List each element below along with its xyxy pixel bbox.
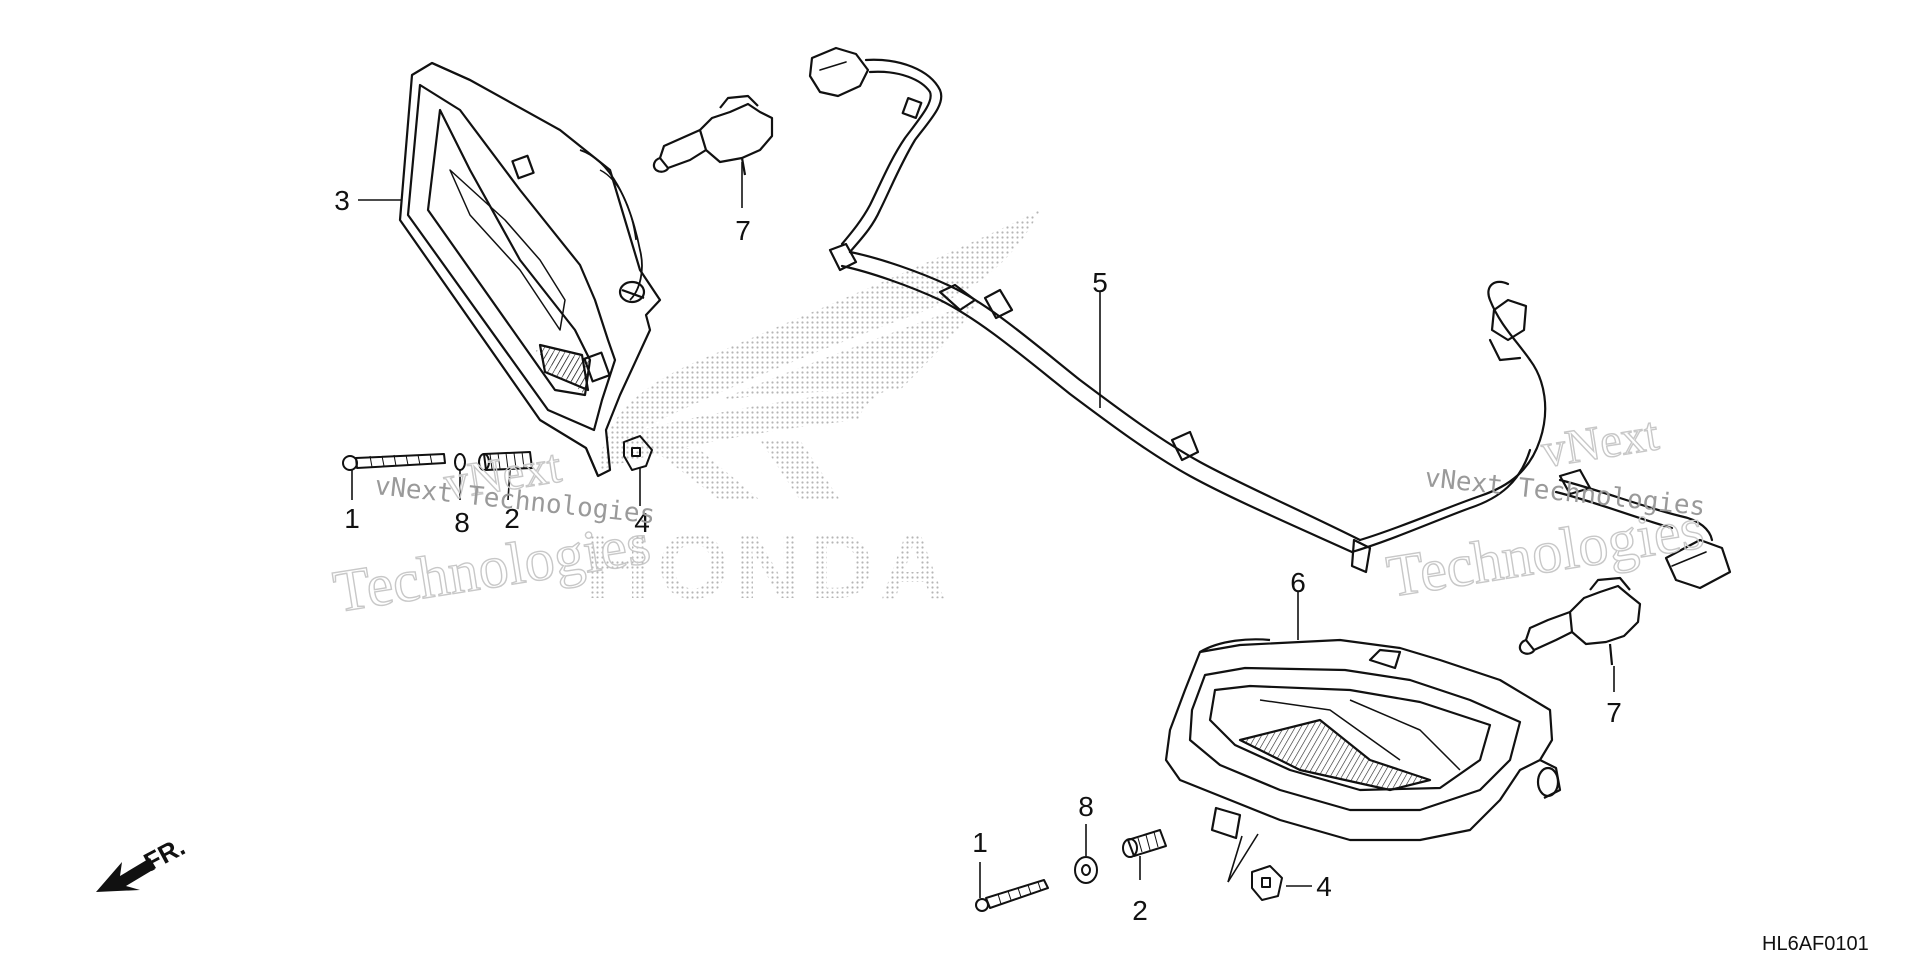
watermark-right-line1: vNext [1538, 407, 1663, 478]
callout-2-left-collar: 2 [504, 503, 520, 534]
callout-8-right-washer: 8 [1078, 791, 1094, 822]
callout-7-left-bulb: 7 [735, 215, 751, 246]
left-bulb [652, 94, 774, 176]
callout-5-harness: 5 [1092, 267, 1108, 298]
right-bulb [1518, 576, 1642, 666]
callout-2-right-collar: 2 [1132, 895, 1148, 926]
callout-4-left-nut: 4 [634, 507, 650, 538]
front-direction-arrow: FR. [96, 831, 190, 892]
diagram-code: HL6AF0101 [1762, 933, 1869, 955]
callout-3-left-headlight: 3 [334, 185, 350, 216]
callout-7-right-bulb: 7 [1606, 697, 1622, 728]
leader-lines [351, 162, 1615, 898]
right-fasteners [975, 829, 1283, 912]
honda-brand-watermark: HONDA [585, 516, 952, 618]
wiring-harness [808, 46, 1732, 590]
left-headlight-assembly [398, 61, 662, 478]
callout-1-right-bolt: 1 [972, 827, 988, 858]
honda-wing-logo [600, 210, 1040, 500]
callout-6-right-headlight: 6 [1290, 567, 1306, 598]
callout-8-left-washer: 8 [454, 507, 470, 538]
callout-4-right-nut: 4 [1316, 871, 1332, 902]
callout-1-left-bolt: 1 [344, 503, 360, 534]
right-headlight-assembly [1164, 638, 1562, 842]
